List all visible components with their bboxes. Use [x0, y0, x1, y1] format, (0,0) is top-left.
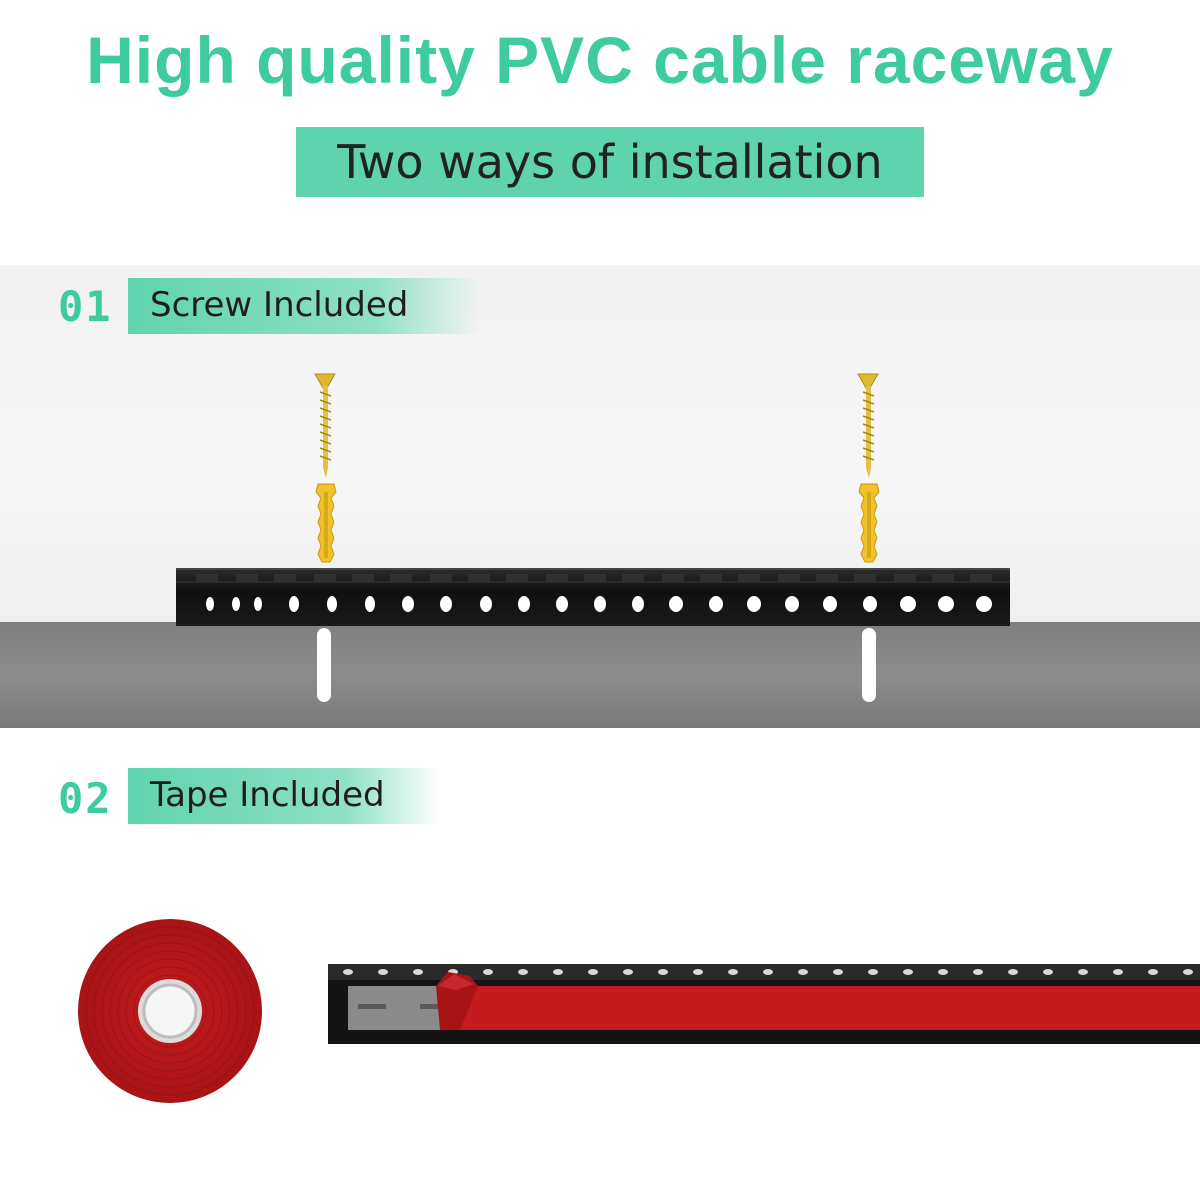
step-2-label: Tape Included: [128, 768, 440, 824]
page-title: High quality PVC cable raceway: [86, 23, 1114, 97]
wall-drill-hole-left: [317, 628, 331, 702]
subtitle: Two ways of installation: [337, 135, 883, 189]
raceway-holes: [176, 574, 1010, 612]
wall-drill-hole-right: [862, 628, 876, 702]
wall-surface: [0, 622, 1200, 728]
step-1-number: 01: [58, 282, 113, 331]
step-2-number: 02: [58, 774, 113, 823]
tape-roll: [78, 919, 262, 1103]
raceway-screw-mount: [176, 568, 1010, 626]
step-1-label: Screw Included: [128, 278, 480, 334]
subtitle-banner: [296, 127, 924, 197]
raceway-tape-mount: [328, 964, 1200, 1044]
